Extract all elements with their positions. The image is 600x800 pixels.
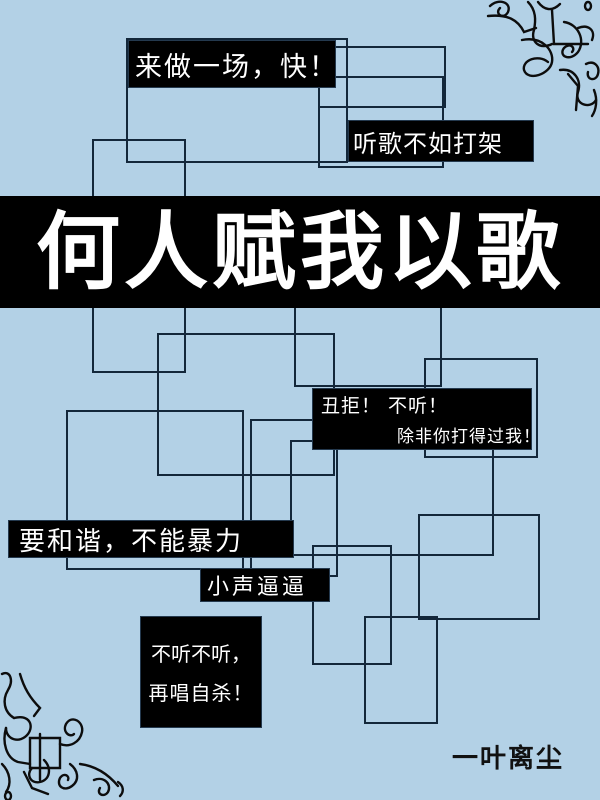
frame-outline [66, 410, 244, 570]
caption-middle-right: 丑拒！ 不听！ 除非你打得过我！ [312, 388, 540, 450]
caption-text-line1: 丑拒！ 不听！ [321, 395, 449, 417]
caption-top-left: 来做一场，快！ [128, 40, 336, 88]
title-banner: 何人赋我以歌 [0, 196, 600, 308]
book-title: 何人赋我以歌 [35, 203, 564, 301]
caption-text-line2: 再唱自杀！ [148, 681, 254, 705]
caption-small: 小声逼逼 [200, 568, 330, 602]
frame-outline [312, 545, 392, 665]
caption-text: 来做一场，快！ [135, 51, 338, 83]
frame-outline [126, 38, 348, 163]
ornamental-flourish-icon [486, 0, 600, 118]
caption-text-line1: 不听不听， [151, 642, 251, 666]
frame-outline [418, 514, 540, 620]
caption-top-right: 听歌不如打架 [348, 120, 534, 162]
ornamental-flourish-icon [0, 671, 124, 800]
caption-bottom: 不听不听， 再唱自杀！ [140, 616, 262, 728]
caption-text: 听歌不如打架 [353, 129, 503, 158]
frame-outline [364, 616, 438, 724]
caption-text-line2: 除非你打得过我！ [397, 427, 541, 447]
caption-left: 要和谐，不能暴力 [8, 520, 294, 558]
author-name: 一叶离尘 [452, 744, 565, 774]
caption-text: 要和谐，不能暴力 [19, 526, 244, 557]
caption-text: 小声逼逼 [207, 575, 308, 600]
frame-outline [294, 305, 442, 387]
